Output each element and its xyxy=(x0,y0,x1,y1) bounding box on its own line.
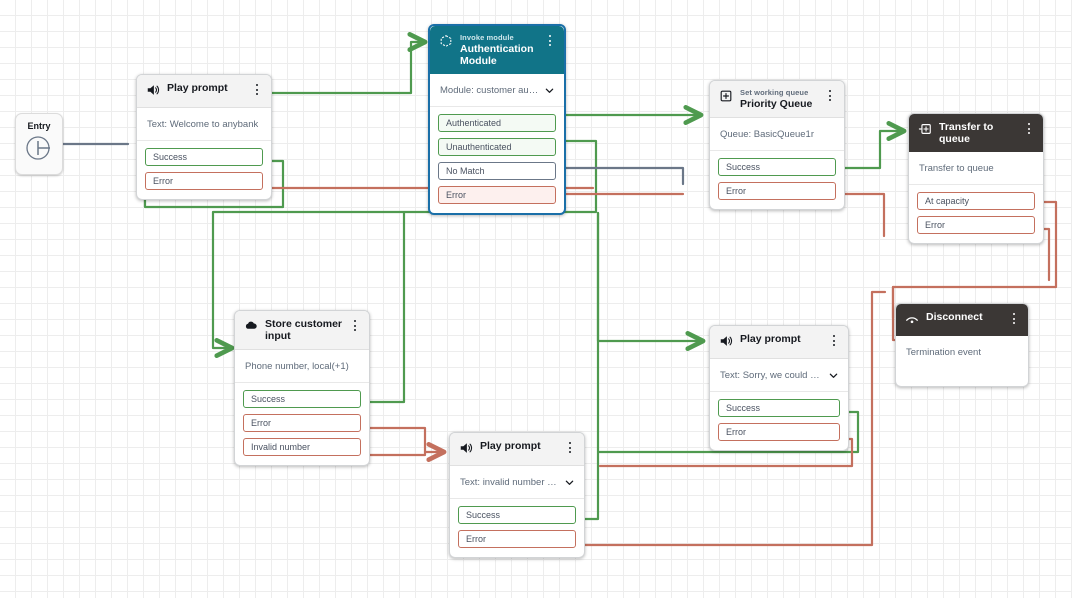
node-ports: Success Error xyxy=(710,151,844,209)
port-error[interactable]: Error xyxy=(458,530,576,548)
node-ports: Success Error xyxy=(450,499,584,557)
node-subtitle: Invoke module xyxy=(460,33,514,42)
node-menu-button[interactable] xyxy=(564,440,575,455)
queue-icon xyxy=(720,90,732,102)
node-menu-button[interactable] xyxy=(824,88,835,103)
node-header[interactable]: Invoke module Authentication Module xyxy=(430,26,564,74)
node-body-text: Phone number, local(+1) xyxy=(245,361,349,372)
port-unauthenticated[interactable]: Unauthenticated xyxy=(438,138,556,156)
port-error[interactable]: Error xyxy=(718,423,840,441)
node-ports: Success Error xyxy=(137,141,271,199)
node-header[interactable]: Play prompt xyxy=(710,326,848,359)
port-at-capacity[interactable]: At capacity xyxy=(917,192,1035,210)
node-authentication-module[interactable]: Invoke module Authentication Module Modu… xyxy=(428,24,566,215)
node-ports: Success Error Invalid number xyxy=(235,383,369,465)
node-menu-button[interactable] xyxy=(1023,121,1034,136)
port-error[interactable]: Error xyxy=(718,182,836,200)
node-title: Store customer input xyxy=(265,318,343,342)
node-header[interactable]: Set working queue Priority Queue xyxy=(710,81,844,118)
node-header[interactable]: Play prompt xyxy=(450,433,584,466)
node-body: Transfer to queue xyxy=(909,152,1043,185)
port-invalid-number[interactable]: Invalid number xyxy=(243,438,361,456)
transfer-icon xyxy=(918,124,931,134)
port-error[interactable]: Error xyxy=(438,186,556,204)
node-menu-button[interactable] xyxy=(1008,311,1019,326)
port-success[interactable]: Success xyxy=(145,148,263,166)
node-header[interactable]: Store customer input xyxy=(235,311,369,350)
node-title: Disconnect xyxy=(926,311,983,323)
node-title: Play prompt xyxy=(167,82,228,94)
port-success[interactable]: Success xyxy=(718,158,836,176)
disconnect-icon xyxy=(906,317,918,324)
node-menu-button[interactable] xyxy=(544,33,555,48)
entry-point-icon xyxy=(26,136,50,160)
node-play-prompt-sorry[interactable]: Play prompt Text: Sorry, we could not...… xyxy=(709,325,849,451)
port-error[interactable]: Error xyxy=(243,414,361,432)
port-success[interactable]: Success xyxy=(243,390,361,408)
port-success[interactable]: Success xyxy=(718,399,840,417)
node-body-text: Termination event xyxy=(906,347,981,358)
speaker-icon xyxy=(147,85,160,95)
entry-label: Entry xyxy=(27,121,51,131)
speaker-icon xyxy=(460,443,473,453)
node-body-text: Text: Sorry, we could not... xyxy=(720,370,823,381)
speaker-icon xyxy=(720,336,733,346)
node-title: Transfer to queue xyxy=(939,121,994,145)
node-title: Authentication Module xyxy=(460,43,534,67)
node-body-text: Text: Welcome to anybank xyxy=(147,119,259,130)
node-body-text: Module: customer authen... xyxy=(440,85,539,96)
node-title: Priority Queue xyxy=(740,98,813,110)
node-play-prompt-welcome[interactable]: Play prompt Text: Welcome to anybank Suc… xyxy=(136,74,272,200)
node-body: Text: Welcome to anybank xyxy=(137,108,271,141)
port-error[interactable]: Error xyxy=(917,216,1035,234)
node-body[interactable]: Text: invalid number or s... xyxy=(450,466,584,499)
node-priority-queue[interactable]: Set working queue Priority Queue Queue: … xyxy=(709,80,845,210)
node-body[interactable]: Text: Sorry, we could not... xyxy=(710,359,848,392)
node-subtitle: Set working queue xyxy=(740,88,809,97)
node-menu-button[interactable] xyxy=(349,318,360,333)
node-title: Play prompt xyxy=(480,440,541,452)
node-body: Phone number, local(+1) xyxy=(235,350,369,383)
chevron-down-icon[interactable] xyxy=(829,371,838,380)
node-body: Termination event xyxy=(896,336,1028,386)
node-ports: Success Error xyxy=(710,392,848,450)
port-no-match[interactable]: No Match xyxy=(438,162,556,180)
store-input-icon xyxy=(245,321,257,329)
node-ports: At capacity Error xyxy=(909,185,1043,243)
node-disconnect[interactable]: Disconnect Termination event xyxy=(895,303,1029,387)
node-transfer-to-queue[interactable]: Transfer to queue Transfer to queue At c… xyxy=(908,113,1044,244)
node-header[interactable]: Transfer to queue xyxy=(909,114,1043,152)
node-play-prompt-invalid[interactable]: Play prompt Text: invalid number or s...… xyxy=(449,432,585,558)
node-header[interactable]: Play prompt xyxy=(137,75,271,108)
port-success[interactable]: Success xyxy=(458,506,576,524)
port-error[interactable]: Error xyxy=(145,172,263,190)
chevron-down-icon[interactable] xyxy=(565,478,574,487)
port-authenticated[interactable]: Authenticated xyxy=(438,114,556,132)
node-ports: Authenticated Unauthenticated No Match E… xyxy=(430,107,564,213)
node-body[interactable]: Module: customer authen... xyxy=(430,74,564,107)
module-icon xyxy=(440,35,452,47)
chevron-down-icon[interactable] xyxy=(545,86,554,95)
node-body-text: Text: invalid number or s... xyxy=(460,477,559,488)
node-title: Play prompt xyxy=(740,333,801,345)
entry-node[interactable]: Entry xyxy=(15,113,63,175)
node-store-customer-input[interactable]: Store customer input Phone number, local… xyxy=(234,310,370,466)
node-body-text: Transfer to queue xyxy=(919,163,994,174)
node-body-text: Queue: BasicQueue1r xyxy=(720,129,815,140)
node-menu-button[interactable] xyxy=(251,82,262,97)
node-header[interactable]: Disconnect xyxy=(896,304,1028,336)
node-body: Queue: BasicQueue1r xyxy=(710,118,844,151)
node-menu-button[interactable] xyxy=(828,333,839,348)
